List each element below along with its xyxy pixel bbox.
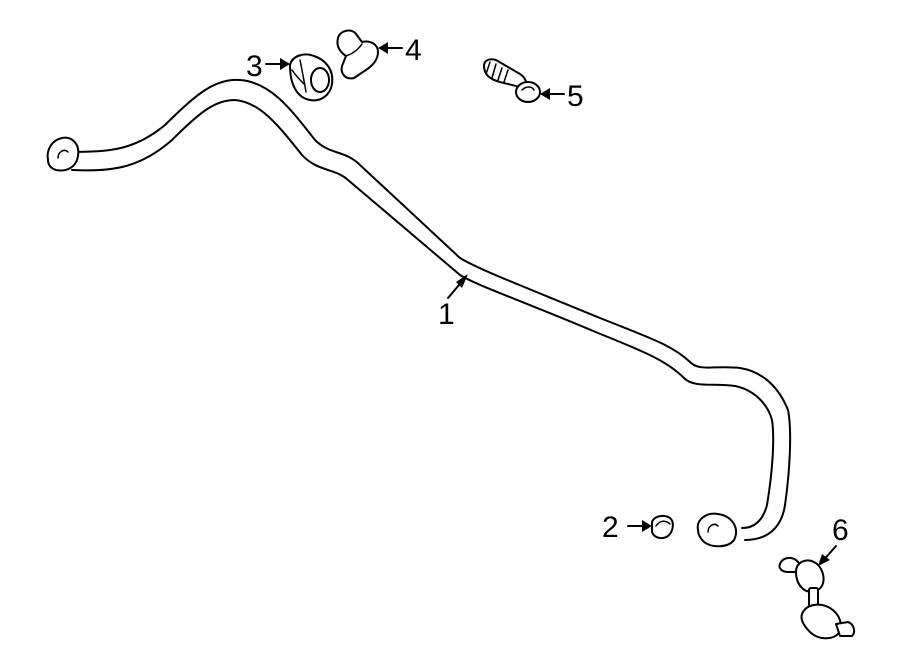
part-5-bolt (483, 58, 541, 103)
callout-2: 2 (602, 511, 619, 544)
callout-3: 3 (246, 50, 263, 83)
callout-1: 1 (438, 298, 455, 331)
left-bar-end-hole (57, 149, 69, 159)
stabilizer-bar-upper-edge (69, 78, 792, 541)
left-bar-end-eye (46, 136, 80, 172)
callout-5: 5 (567, 80, 584, 113)
stabilizer-bar-lower-edge (71, 99, 775, 529)
callout-6: 6 (832, 514, 849, 547)
right-bar-end-eye (696, 512, 737, 548)
leader-arrows (265, 42, 837, 566)
right-bar-end-hole (707, 523, 719, 533)
callout-4: 4 (405, 34, 422, 67)
stabilizer-bar (46, 78, 792, 548)
part-6-stabilizer-link (778, 556, 856, 640)
part-4-bracket (336, 29, 379, 80)
part-3-bushing (289, 53, 334, 102)
part-2-cap (651, 514, 674, 540)
